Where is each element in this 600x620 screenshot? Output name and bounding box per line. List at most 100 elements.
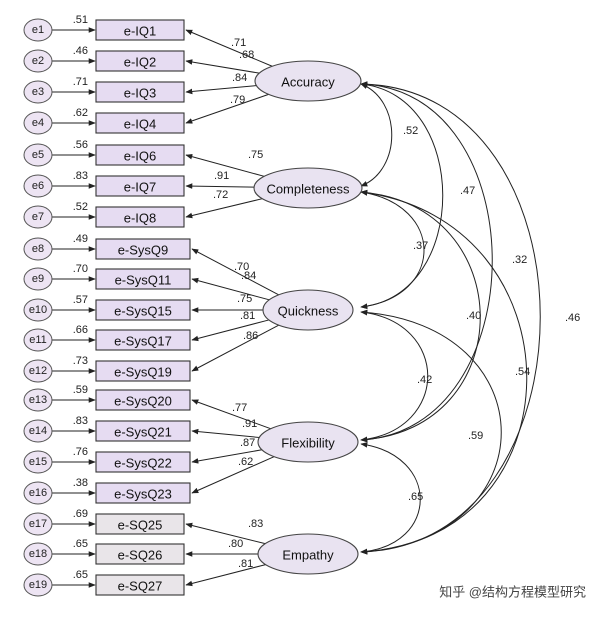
indicator-label: e-SysQ15	[114, 304, 172, 319]
indicator-box	[95, 329, 191, 351]
loading-value: .83	[248, 518, 263, 530]
latent-ellipse	[257, 533, 359, 575]
loading-path	[191, 399, 271, 430]
indicator-row: e12 e-SysQ19	[23, 359, 191, 383]
correlation-value: .32	[512, 254, 527, 266]
loading-path	[185, 59, 260, 74]
indicator-label: e-SysQ23	[114, 487, 172, 502]
error-term-label: e15	[29, 456, 47, 468]
indicator-label: e-IQ3	[124, 86, 157, 101]
correlation-arc	[360, 309, 429, 443]
r-squared-value: .83	[73, 170, 88, 182]
correlation-value: .37	[413, 240, 428, 252]
indicator-label: e-SQ27	[118, 579, 163, 594]
loading-value: .86	[243, 330, 258, 342]
error-term	[23, 174, 53, 198]
loading-path	[185, 198, 263, 219]
indicator-row: e1 e-IQ1	[23, 18, 185, 42]
indicator-row: e17 e-SQ25	[23, 512, 185, 536]
watermark-text: 知乎 @结构方程模型研究	[439, 585, 586, 600]
indicator-box	[95, 238, 191, 260]
loading-value: .75	[237, 293, 252, 305]
loading-value: .71	[231, 37, 246, 49]
error-term-label: e8	[32, 243, 44, 255]
loading-value: .72	[213, 189, 228, 201]
latent-ellipse	[254, 60, 362, 102]
indicator-label: e-SysQ19	[114, 365, 172, 380]
indicator-box	[95, 144, 185, 166]
indicator-label: e-IQ1	[124, 24, 157, 39]
error-term-label: e10	[29, 304, 47, 316]
indicator-box	[95, 543, 185, 565]
indicator-box	[95, 81, 185, 103]
r-squared-value: .83	[73, 415, 88, 427]
r-squared-value: .69	[73, 508, 88, 520]
indicator-box	[95, 389, 191, 411]
indicator-label: e-SysQ11	[115, 273, 172, 288]
error-term	[23, 49, 53, 73]
error-term-label: e4	[32, 117, 44, 129]
loading-value: .80	[228, 538, 243, 550]
correlation-value: .42	[417, 374, 432, 386]
error-term-label: e9	[32, 273, 44, 285]
indicator-box	[95, 50, 185, 72]
correlation-arc	[360, 442, 421, 555]
correlation-value: .54	[515, 366, 530, 378]
error-term-label: e2	[32, 55, 44, 67]
error-term-label: e5	[32, 149, 44, 161]
latent-node: Completeness	[253, 167, 363, 209]
correlation-arc	[360, 190, 425, 309]
error-term-label: e3	[32, 86, 44, 98]
latent-ellipse	[253, 167, 363, 209]
error-term	[23, 143, 53, 167]
indicator-box	[95, 19, 185, 41]
indicator-label: e-SQ25	[118, 518, 163, 533]
correlation-arc	[360, 81, 541, 555]
indicator-box	[95, 175, 185, 197]
error-term-label: e12	[29, 365, 47, 377]
error-term-label: e14	[29, 425, 47, 437]
loading-value: .70	[234, 261, 249, 273]
indicator-row: e4 e-IQ4	[23, 111, 185, 135]
correlation-arc	[360, 309, 502, 555]
loading-path	[185, 29, 273, 67]
indicator-row: e14 e-SysQ21	[23, 419, 191, 443]
loading-path	[191, 319, 270, 342]
error-term	[23, 328, 53, 352]
loading-path	[191, 324, 279, 372]
error-term	[23, 419, 53, 443]
indicator-label: e-SysQ20	[114, 394, 172, 409]
correlation-value: .65	[408, 491, 423, 503]
loading-path	[185, 153, 265, 177]
indicator-label: e-IQ7	[124, 180, 157, 195]
latent-ellipse	[262, 289, 354, 331]
error-term	[23, 267, 53, 291]
error-term-label: e1	[32, 24, 44, 36]
error-term	[23, 205, 53, 229]
error-term	[23, 18, 53, 42]
correlation-value: .46	[565, 312, 580, 324]
r-squared-value: .76	[73, 446, 88, 458]
indicator-label: e-SysQ21	[114, 425, 172, 440]
indicator-box	[95, 360, 191, 382]
error-term-label: e17	[29, 518, 47, 530]
correlation-value: .52	[403, 125, 418, 137]
loading-value: .84	[241, 270, 256, 282]
latent-ellipse	[257, 421, 359, 463]
indicator-label: e-IQ4	[124, 117, 157, 132]
error-term-label: e11	[29, 334, 47, 346]
indicator-box	[95, 206, 185, 228]
indicator-label: e-IQ2	[124, 55, 157, 70]
error-term	[23, 80, 53, 104]
indicator-label: e-IQ6	[124, 149, 157, 164]
correlation-value: .47	[460, 185, 475, 197]
loading-value: .81	[240, 310, 255, 322]
loading-value: .77	[232, 402, 247, 414]
error-term-label: e7	[32, 211, 44, 223]
indicator-box	[95, 574, 185, 596]
indicator-box	[95, 451, 191, 473]
r-squared-value: .46	[73, 45, 88, 57]
